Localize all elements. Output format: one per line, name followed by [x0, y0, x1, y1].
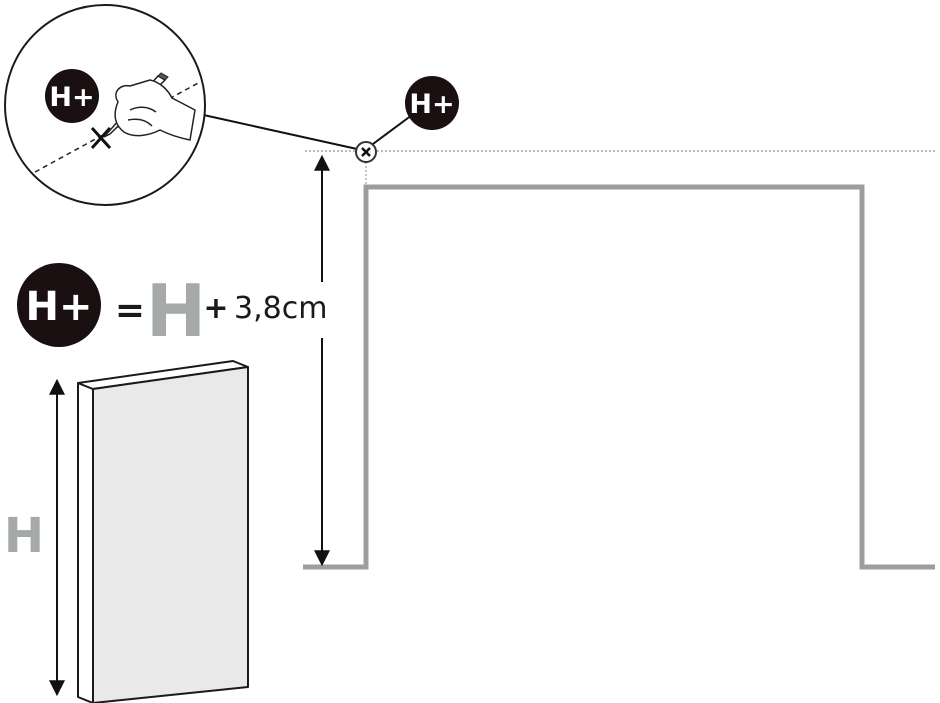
pencil-mark-icon — [90, 126, 112, 150]
door-panel — [77, 360, 249, 703]
formula-equals: = — [115, 290, 145, 331]
formula: H+ = H + 3,8cm — [17, 263, 327, 353]
hand-icon — [114, 79, 196, 141]
magnifier-badge: H+ — [45, 69, 99, 123]
top-badge-label: H+ — [409, 89, 454, 120]
magnifier-leader — [189, 111, 358, 150]
magnifier-detail: H+ — [4, 4, 206, 206]
formula-badge-label: H+ — [26, 284, 93, 330]
formula-letter: H — [146, 269, 206, 353]
mark-point-icon — [355, 141, 377, 163]
top-badge: H+ — [405, 76, 459, 130]
formula-offset: 3,8cm — [234, 291, 327, 326]
badge-leader — [372, 114, 413, 145]
opening-frame — [303, 184, 935, 570]
magnifier-badge-label: H+ — [49, 82, 94, 113]
panel-height-label: H — [4, 508, 44, 564]
formula-plus: + — [203, 291, 228, 326]
